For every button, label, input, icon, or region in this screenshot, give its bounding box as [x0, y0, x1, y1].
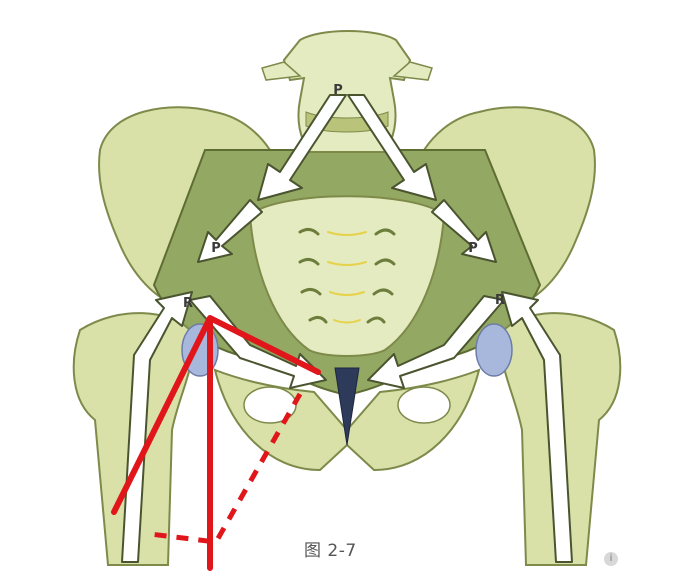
label-p-top: P	[333, 83, 343, 98]
label-r-right: R	[495, 293, 505, 308]
force-arrows	[121, 94, 573, 563]
arrow-right-pubic	[367, 295, 505, 389]
arrow-left-femur	[121, 291, 193, 563]
pubic-symphysis	[334, 367, 360, 446]
vertebra-left-process	[261, 61, 302, 81]
label-r-left: R	[183, 296, 193, 311]
arrow-left-down	[197, 199, 263, 263]
right-hip-cartilage	[475, 323, 513, 377]
label-p-right: P	[468, 241, 478, 256]
sacral-foramina	[298, 227, 396, 324]
arrow-right-down	[431, 199, 497, 263]
arrow-top-right	[347, 94, 437, 201]
label-p-left: P	[211, 241, 221, 256]
arrow-top-left	[257, 94, 347, 201]
sacrum	[248, 195, 446, 357]
annotation-solid-lines	[111, 315, 321, 571]
lumbar-vertebra	[282, 30, 412, 153]
red-annotation	[111, 315, 321, 571]
figure-caption: 图 2-7	[304, 541, 357, 561]
vertebra-right-process	[392, 61, 433, 81]
right-obturator-foramen	[397, 386, 451, 424]
sacral-ridges	[327, 231, 367, 324]
arrow-right-femur	[501, 291, 573, 563]
info-icon: i	[604, 552, 618, 566]
